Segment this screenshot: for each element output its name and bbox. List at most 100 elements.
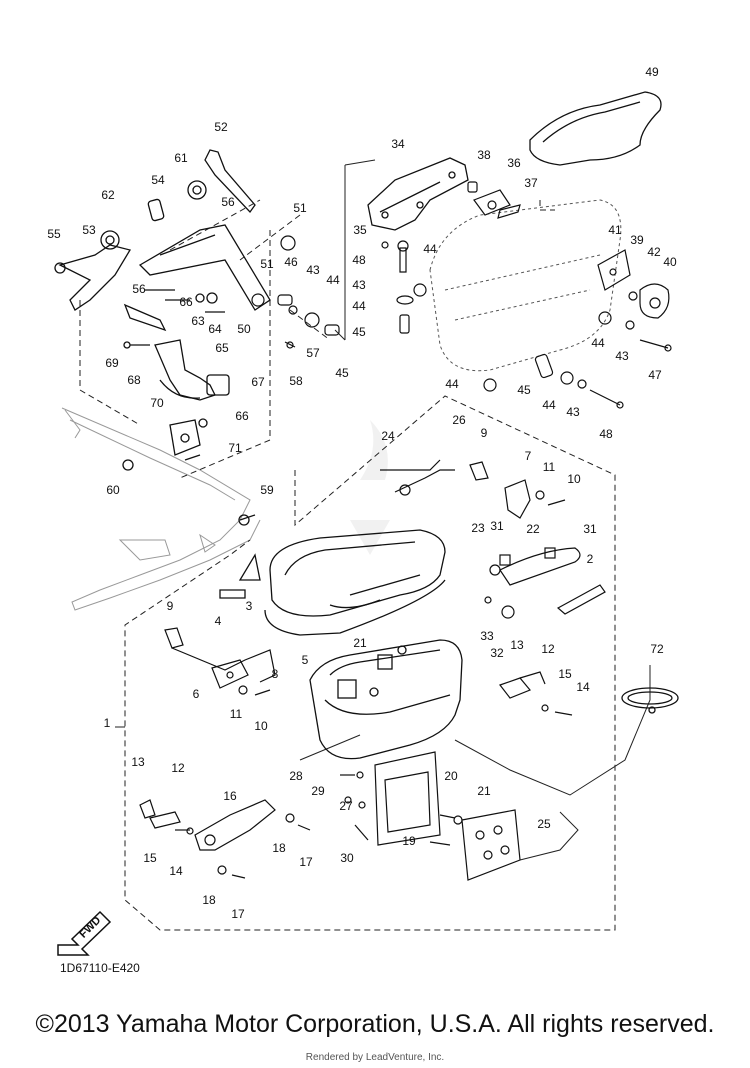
callout-43: 43 [306, 263, 320, 277]
callout-31: 31 [583, 522, 597, 536]
frame-outline [61, 407, 261, 611]
callout-48: 48 [599, 427, 613, 441]
lower-latch [139, 671, 573, 879]
callout-54: 54 [151, 173, 165, 187]
callout-45: 45 [335, 366, 349, 380]
callout-68: 68 [127, 373, 141, 387]
callout-22: 22 [526, 522, 540, 536]
callout-18: 18 [272, 841, 286, 855]
callout-9: 9 [481, 426, 488, 440]
callout-32: 32 [490, 646, 504, 660]
seat-pad-part-49 [529, 91, 662, 166]
callout-18: 18 [202, 893, 216, 907]
foot-peg-assembly [122, 303, 256, 526]
callout-14: 14 [576, 680, 590, 694]
callout-46: 46 [284, 255, 298, 269]
callout-39: 39 [630, 233, 644, 247]
callout-56: 56 [132, 282, 146, 296]
callout-65: 65 [215, 341, 229, 355]
callout-21: 21 [353, 636, 367, 650]
fwd-arrow-icon: FWD [57, 910, 112, 956]
callout-40: 40 [663, 255, 677, 269]
dashed-boundaries [79, 199, 616, 931]
callout-19: 19 [402, 834, 416, 848]
callout-47: 47 [648, 368, 662, 382]
callout-56: 56 [221, 195, 235, 209]
callout-36: 36 [507, 156, 521, 170]
callout-66: 66 [235, 409, 249, 423]
callout-58: 58 [289, 374, 303, 388]
callout-45: 45 [517, 383, 531, 397]
saddlebag-body-part-1 [309, 639, 463, 760]
watermark [350, 420, 390, 555]
callout-69: 69 [105, 356, 119, 370]
callout-4: 4 [215, 614, 222, 628]
callout-60: 60 [106, 483, 120, 497]
callout-30: 30 [340, 851, 354, 865]
callout-20: 20 [444, 769, 458, 783]
callout-2: 2 [587, 552, 594, 566]
callout-28: 28 [289, 769, 303, 783]
callout-44: 44 [423, 242, 437, 256]
callout-11: 11 [230, 707, 243, 721]
callout-66: 66 [179, 295, 193, 309]
callout-17: 17 [231, 907, 245, 921]
callout-13: 13 [131, 755, 145, 769]
callout-23: 23 [471, 521, 485, 535]
callout-1: 1 [104, 716, 111, 730]
callout-5: 5 [302, 653, 309, 667]
callout-50: 50 [237, 322, 251, 336]
latch-hardware [380, 459, 606, 619]
callout-43: 43 [566, 405, 580, 419]
callout-37: 37 [524, 176, 538, 190]
callout-8: 8 [272, 667, 279, 681]
callout-44: 44 [591, 336, 605, 350]
callout-15: 15 [143, 851, 157, 865]
callout-52: 52 [214, 120, 228, 134]
callout-57: 57 [306, 346, 320, 360]
callout-24: 24 [381, 429, 395, 443]
callout-62: 62 [101, 188, 115, 202]
callout-34: 34 [391, 137, 405, 151]
callout-14: 14 [169, 864, 183, 878]
callout-3: 3 [246, 599, 253, 613]
callout-27: 27 [339, 799, 353, 813]
callout-44: 44 [352, 299, 366, 313]
callout-43: 43 [615, 349, 629, 363]
callout-49: 49 [645, 65, 659, 79]
callout-41: 41 [608, 223, 622, 237]
callout-29: 29 [311, 784, 325, 798]
callout-55: 55 [47, 227, 61, 241]
callout-38: 38 [477, 148, 491, 162]
callout-51: 51 [293, 201, 307, 215]
callout-44: 44 [542, 398, 556, 412]
callout-44: 44 [326, 273, 340, 287]
callout-15: 15 [558, 667, 572, 681]
callout-45: 45 [352, 325, 366, 339]
callout-16: 16 [223, 789, 237, 803]
callout-35: 35 [353, 223, 367, 237]
callout-43: 43 [352, 278, 366, 292]
diagram-code: 1D67110-E420 [60, 961, 140, 975]
callout-17: 17 [299, 855, 313, 869]
cable-loop-part-72 [621, 687, 679, 714]
mounting-plates [340, 751, 521, 881]
callout-26: 26 [452, 413, 466, 427]
callout-11: 11 [543, 460, 556, 474]
render-note: Rendered by LeadVenture, Inc. [305, 1052, 445, 1063]
upper-bracket-part-34 [367, 157, 469, 231]
callout-48: 48 [352, 253, 366, 267]
copyright-notice: ©2013 Yamaha Motor Corporation, U.S.A. A… [35, 1010, 715, 1038]
callout-51: 51 [260, 257, 274, 271]
callout-67: 67 [251, 375, 265, 389]
callout-21: 21 [477, 784, 491, 798]
callout-10: 10 [567, 472, 581, 486]
callout-6: 6 [193, 687, 200, 701]
hardware-upper [251, 181, 672, 409]
callout-31: 31 [490, 519, 504, 533]
leader-lines [115, 159, 651, 861]
callout-12: 12 [541, 642, 555, 656]
latch-left [164, 627, 276, 696]
